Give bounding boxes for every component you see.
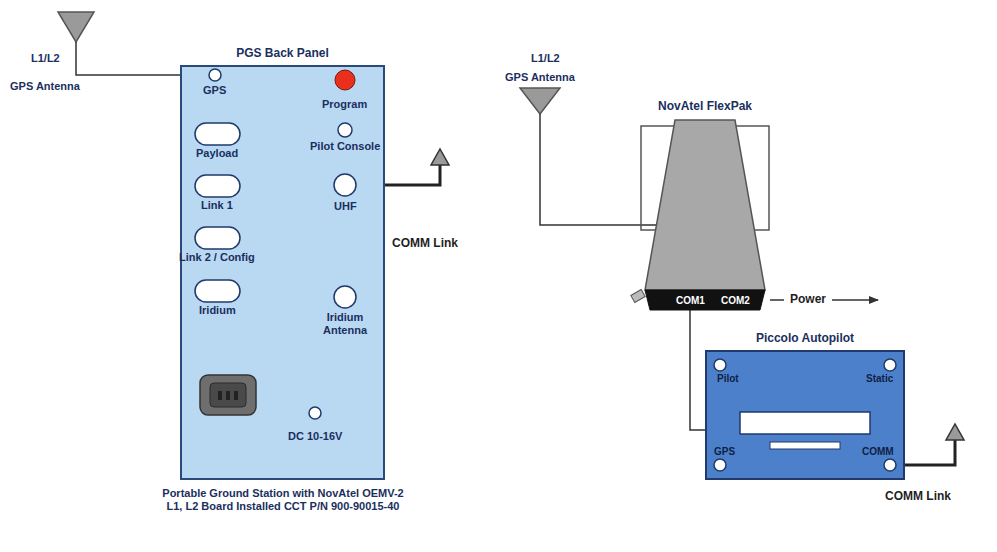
port-label: UHF <box>334 200 357 213</box>
port-label: COM1 <box>676 294 705 307</box>
port-label: Iridium <box>199 304 236 317</box>
power-wire <box>770 299 784 301</box>
port-label: Pilot Console <box>310 140 380 153</box>
port-label: GPS <box>714 445 735 458</box>
port-label: Pilot <box>717 372 739 385</box>
antenna-label: GPS Antenna <box>10 80 80 93</box>
back-panel: PGS Back Panel <box>180 65 385 480</box>
antenna-label: L1/L2 <box>31 52 60 65</box>
panel-connectors <box>182 67 383 478</box>
port-label: COMM <box>862 445 894 458</box>
port-label: Link 2 / Config <box>179 251 255 264</box>
autopilot-box: Piccolo Autopilot <box>705 350 905 480</box>
power-arrow <box>832 299 878 301</box>
port-label: COM2 <box>721 294 750 307</box>
port-label: Payload <box>196 147 238 160</box>
autopilot-connectors <box>707 352 903 478</box>
power-label: Power <box>790 293 826 306</box>
gps-antenna-symbol <box>58 12 94 42</box>
gps-receiver: NovAtel FlexPak <box>640 120 770 310</box>
box-title: PGS Back Panel <box>122 46 443 60</box>
serial-cable <box>690 310 705 430</box>
flexpak-body <box>640 120 770 310</box>
antenna-label: L1/L2 <box>531 52 560 65</box>
comm-antenna-symbol <box>431 149 449 165</box>
comm-antenna-symbol <box>946 424 964 440</box>
antenna-cable <box>540 114 656 225</box>
link-label: COMM Link <box>885 490 951 503</box>
port-label: Static <box>866 372 893 385</box>
port-label: Link 1 <box>201 199 233 212</box>
box-title: NovAtel FlexPak <box>580 99 830 113</box>
box-title: Piccolo Autopilot <box>647 331 963 345</box>
antenna-label: GPS Antenna <box>505 71 575 84</box>
gps-antenna-symbol <box>520 88 560 114</box>
port-label: Iridium Antenna <box>310 311 380 337</box>
link-label: COMM Link <box>392 237 458 250</box>
port-label: GPS <box>203 84 226 97</box>
port-label: Program <box>322 98 367 111</box>
port-label: DC 10-16V <box>288 430 342 443</box>
caption-note: Portable Ground Station with NovAtel OEM… <box>153 487 413 513</box>
